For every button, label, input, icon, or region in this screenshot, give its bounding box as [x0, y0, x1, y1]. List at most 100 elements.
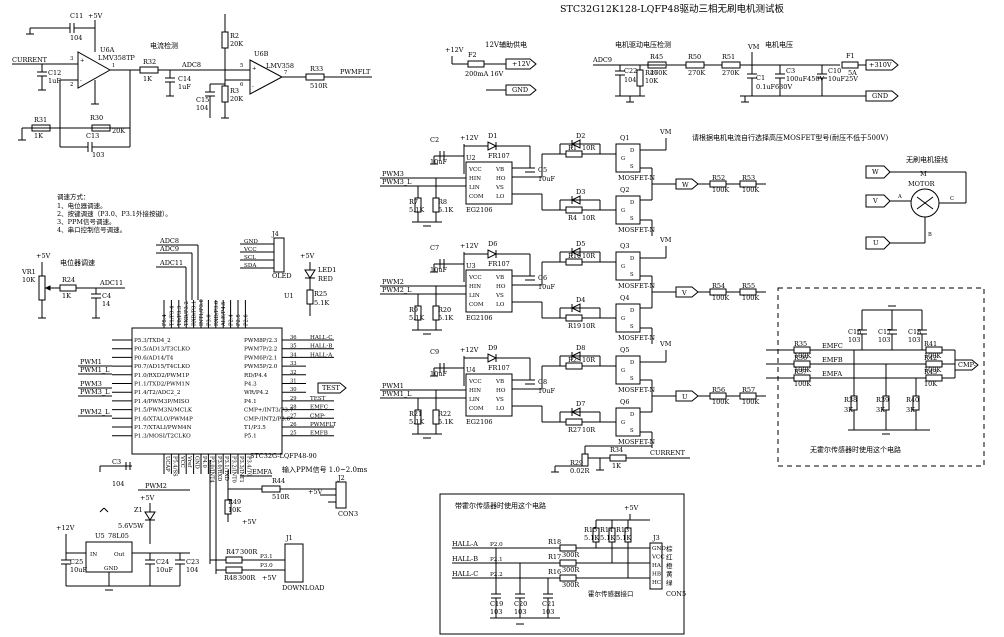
stage-gate-r-b-value: 10R [582, 214, 596, 222]
j3-pin: GND [652, 546, 666, 552]
speed-mode-item-2: 2、按键调速（P3.0、P3.1外接按键）。 [57, 209, 172, 218]
mcu-right-pin-num: 26 [290, 422, 297, 428]
mcu-bottom-pin: P5.4/SS [171, 456, 177, 477]
r51-label: R51 [722, 53, 735, 61]
speed-mode-notes: 调速方式： 1、电位器调速。 2、按键调速（P3.0、P3.1外接按键）。 3、… [57, 192, 172, 234]
stage-pulldown-a-value: 5.1K [409, 314, 424, 322]
mosfet-source-pin: S [630, 324, 634, 330]
mcu-right-pin: P4.3 [244, 382, 257, 388]
stage-boot-diode-label: D1 [488, 132, 497, 140]
emf-row-r-a: R37 [794, 368, 807, 376]
j3-pin: HC [652, 580, 661, 586]
mcu-left-pin: P1.1/TXD2/PWM1N [134, 382, 190, 388]
c15-value: 104 [196, 104, 208, 112]
mcu-pwm3l: PWM3_L [80, 388, 110, 396]
c1-label: C1 [756, 74, 765, 82]
stage-cin-value: 10uF [430, 158, 447, 166]
stage-pulldown-b-value: 5.1K [438, 206, 453, 214]
c1-value: 0.1uF630V [756, 83, 792, 91]
svg-text:+: + [80, 58, 84, 64]
stage-gate-r-b: R4 [568, 214, 577, 222]
mcu-bottom-pin: GND [194, 456, 200, 469]
stage-mosfet-high: Q5 [620, 346, 629, 354]
emf-row-r-a: R36 [794, 354, 807, 362]
c4-label: C4 [102, 292, 111, 300]
j2-label: J2 [337, 474, 345, 482]
svg-text:2: 2 [70, 82, 73, 88]
r44-value: 510R [272, 493, 290, 501]
j2-part: CON3 [338, 510, 358, 518]
r24-value: 1K [62, 292, 71, 300]
mcu-right-pin: RD/P4.4 [244, 373, 268, 379]
emf-row-r-b: R43 [924, 368, 937, 376]
stage-diode-a: D2 [576, 132, 585, 140]
aux-12v-in: +12V [445, 46, 464, 54]
j1-part: DOWNLOAD [282, 584, 324, 592]
j1-pin-p31: P3.1 [260, 554, 273, 560]
mcu-left-pin: P1.7/XTALI/PWM4N [134, 425, 192, 431]
c10-value: 10uF25V [828, 75, 858, 83]
mcu-pwm1l: PWM1_L [80, 366, 110, 374]
stage-gate-r-a-value: 10R [582, 356, 596, 364]
hall-row-pullup-value: 5.1K [584, 534, 599, 542]
stage-pwm-low: PWM3_L [382, 178, 412, 186]
emf-row-r-low: R38 [844, 396, 857, 404]
stage-cin-value: 10uF [430, 266, 447, 274]
mcu-top-pin: TXD/P3.2 [184, 301, 190, 326]
stage-pulldown-b-value: 5.1K [438, 314, 453, 322]
motor-gnd-label: GND [872, 92, 888, 100]
hall-row-pullup: R15 [584, 526, 597, 534]
r44-label: R44 [272, 477, 285, 485]
emf-cap-value: 103 [908, 336, 920, 344]
motor-voltage-detect-label: 电机驱动电压检测 [615, 40, 671, 49]
emf-row-r-a-value: 100K [794, 352, 811, 360]
cmp-minus-port: CMP- [958, 361, 976, 369]
stage-bootcap-value: 10uF [538, 283, 555, 291]
z1-value: 5.6V5W [118, 522, 144, 530]
j3-part: CON5 [666, 590, 686, 598]
mcu-u1: U1 STC32G-LQFP48-90 P5.3/TXD4_2P0.5/AD13… [78, 237, 347, 484]
stage-pulldown-b: R20 [438, 306, 451, 314]
mcu-right-pin-num: 32 [290, 370, 297, 376]
c13-value: 103 [92, 151, 104, 159]
stage-boot-diode-label: D9 [488, 344, 497, 352]
motor-voltage-label: 电机电压 [765, 40, 793, 49]
svg-text:+: + [252, 66, 256, 72]
mosfet-note: 请根据电机电流自行选择高压MOSFET型号(耐压不低于500V) [692, 133, 888, 142]
stage-vm: VM [659, 128, 672, 136]
adc8-net-label: ADC8 [181, 61, 201, 69]
mcu-left-pin: P1.0/RXD2/PWM1P [134, 373, 189, 379]
mcu-body [131, 327, 283, 455]
mcu-right-pin-num: 27 [290, 413, 297, 419]
emf-cap-label: C17 [878, 328, 891, 336]
r33-label: R33 [310, 65, 323, 73]
j4-pin: SDA [244, 263, 257, 269]
driver-pin-left: COM [469, 406, 484, 412]
stage-cin-value: 10uF [430, 370, 447, 378]
f2-value: 200mA 16V [465, 70, 504, 78]
stage-driver-part: EG2106 [466, 314, 492, 322]
driver-pin-left: VCC [468, 167, 482, 173]
mosfet-drain-pin: D [630, 200, 634, 206]
stage-gate-r-a: R23 [568, 356, 581, 364]
stage-driver-label: U4 [466, 366, 476, 374]
stage-12v: +12V [460, 242, 479, 250]
j1-vcc: +5V [262, 574, 277, 582]
ppm-pwm2: PWM2 [145, 482, 167, 490]
r45-value: 270K [650, 69, 667, 77]
j1-pin-p30: P3.0 [260, 563, 273, 569]
current-detect-circuit: 电流检测 C11 104 +5V CURRENT C12 1uF +- U6A … [12, 12, 372, 159]
stage-pulldown-b-value: 5.1K [438, 418, 453, 426]
adc9-net-label: ADC9 [592, 56, 612, 64]
stage-diode-b: D7 [576, 400, 585, 408]
emf-row-r-b: R41 [924, 340, 937, 348]
j3-pin: HA [652, 563, 662, 569]
r2-value: 20K [230, 40, 243, 48]
mcu-right-pin-num: 35 [290, 344, 297, 350]
mcu-top-pin: RXD/P3.0 [214, 301, 220, 326]
hall-row-net: HALL-B [452, 555, 478, 563]
mcu-bottom-pin: Vref [186, 455, 192, 468]
